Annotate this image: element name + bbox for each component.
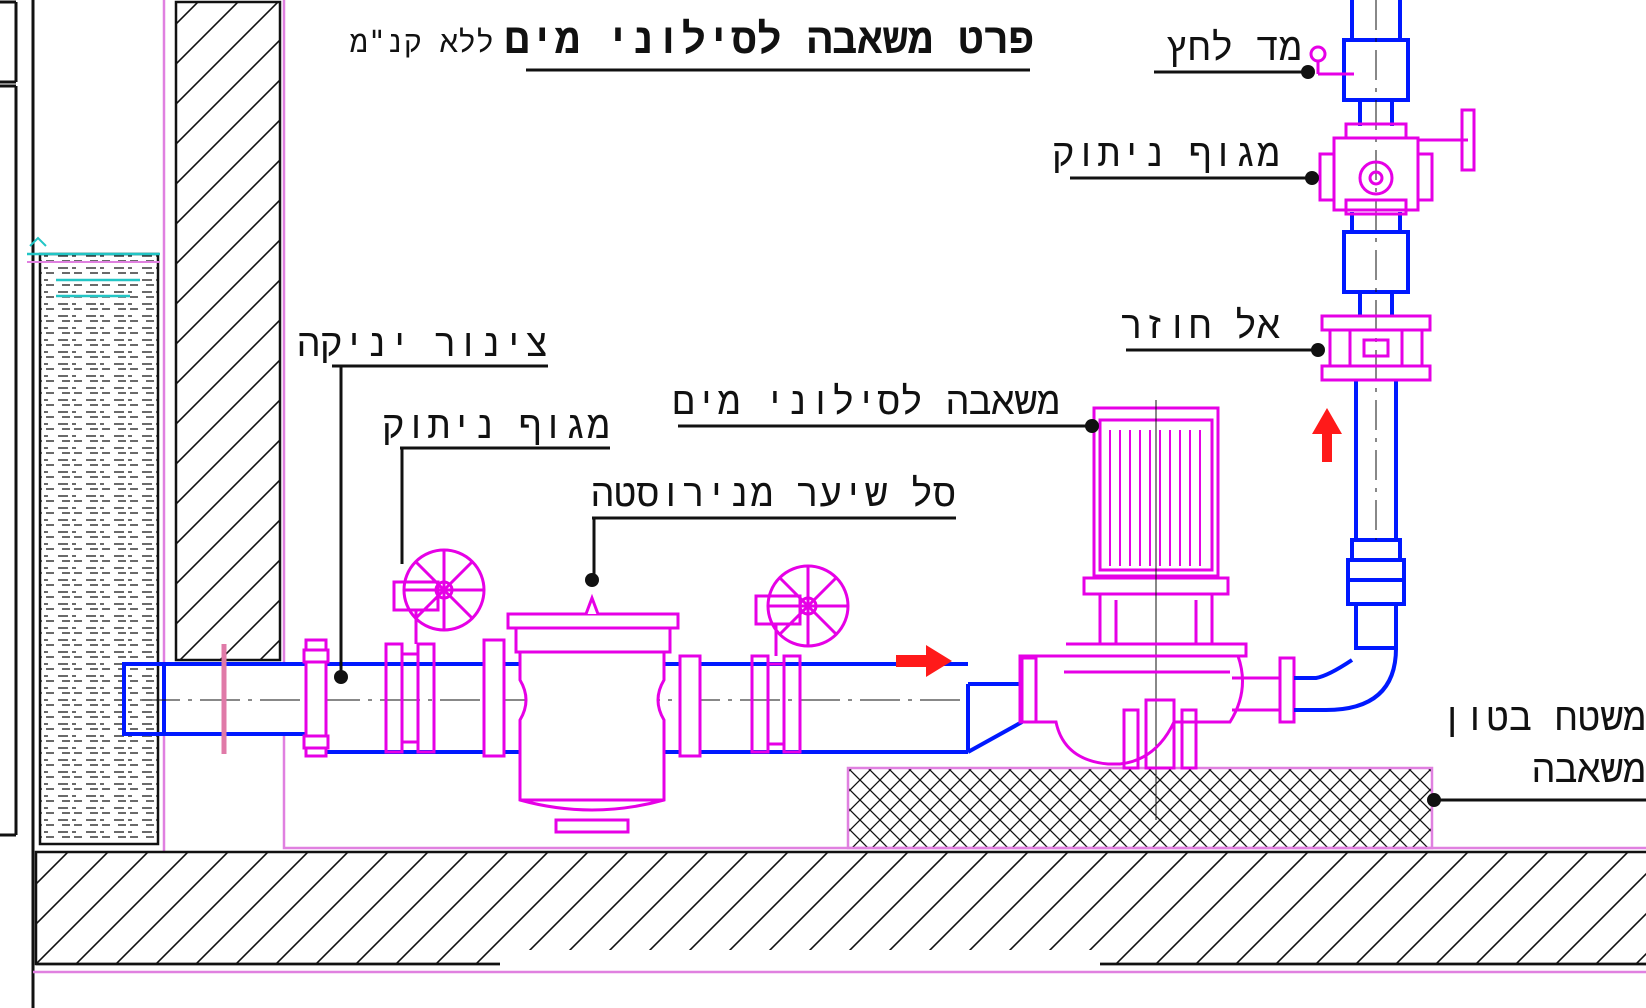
discharge-side-isolation-valve (750, 564, 850, 754)
strainer-outlet-flange (678, 654, 702, 758)
flow-direction-arrow-horizontal (896, 645, 952, 677)
label-check-valve: אל חוזר (1120, 303, 1280, 347)
label-discharge-isolation-valve: מגוף ניתוק (1051, 131, 1280, 175)
pool-water (27, 236, 160, 846)
leader-lines (332, 68, 1646, 802)
discharge-isolation-valve (1318, 108, 1476, 216)
floor-slab (33, 850, 1646, 974)
left-border-frame (0, 0, 35, 1008)
label-strainer: סל שיער מנירוסטה (590, 471, 956, 515)
scale-note: ללא קנ"מ (349, 25, 494, 60)
strainer-inlet-flange (482, 638, 506, 758)
label-suction-pipe: צינור יניקה (297, 321, 548, 365)
label-pressure-gauge: מד לחץ (1165, 25, 1302, 69)
strainer-leader-dot (585, 573, 599, 587)
concrete-pump-pad (846, 766, 1434, 850)
label-pump: משאבה לסילוני מים (672, 379, 1060, 423)
check-valve (1320, 314, 1432, 382)
suction-isolation-valve (384, 548, 486, 754)
flow-direction-arrow-vertical (1312, 408, 1342, 462)
label-suction-isolation-valve: מגוף ניתוק (381, 403, 610, 447)
water-jet-pump (1018, 400, 1296, 820)
pressure-gauge (1309, 45, 1354, 76)
discharge-riser-pipe (1294, 0, 1410, 712)
concrete-pad-leader-dot (1427, 793, 1441, 807)
page-title: פרט משאבה לסילוני מים (504, 14, 1034, 63)
stainless-strainer (506, 593, 680, 834)
label-concrete-pad-line1: משטח בטון (1440, 695, 1646, 739)
label-concrete-pad-line2: משאבה (1531, 747, 1646, 791)
suction-flange (302, 638, 330, 758)
